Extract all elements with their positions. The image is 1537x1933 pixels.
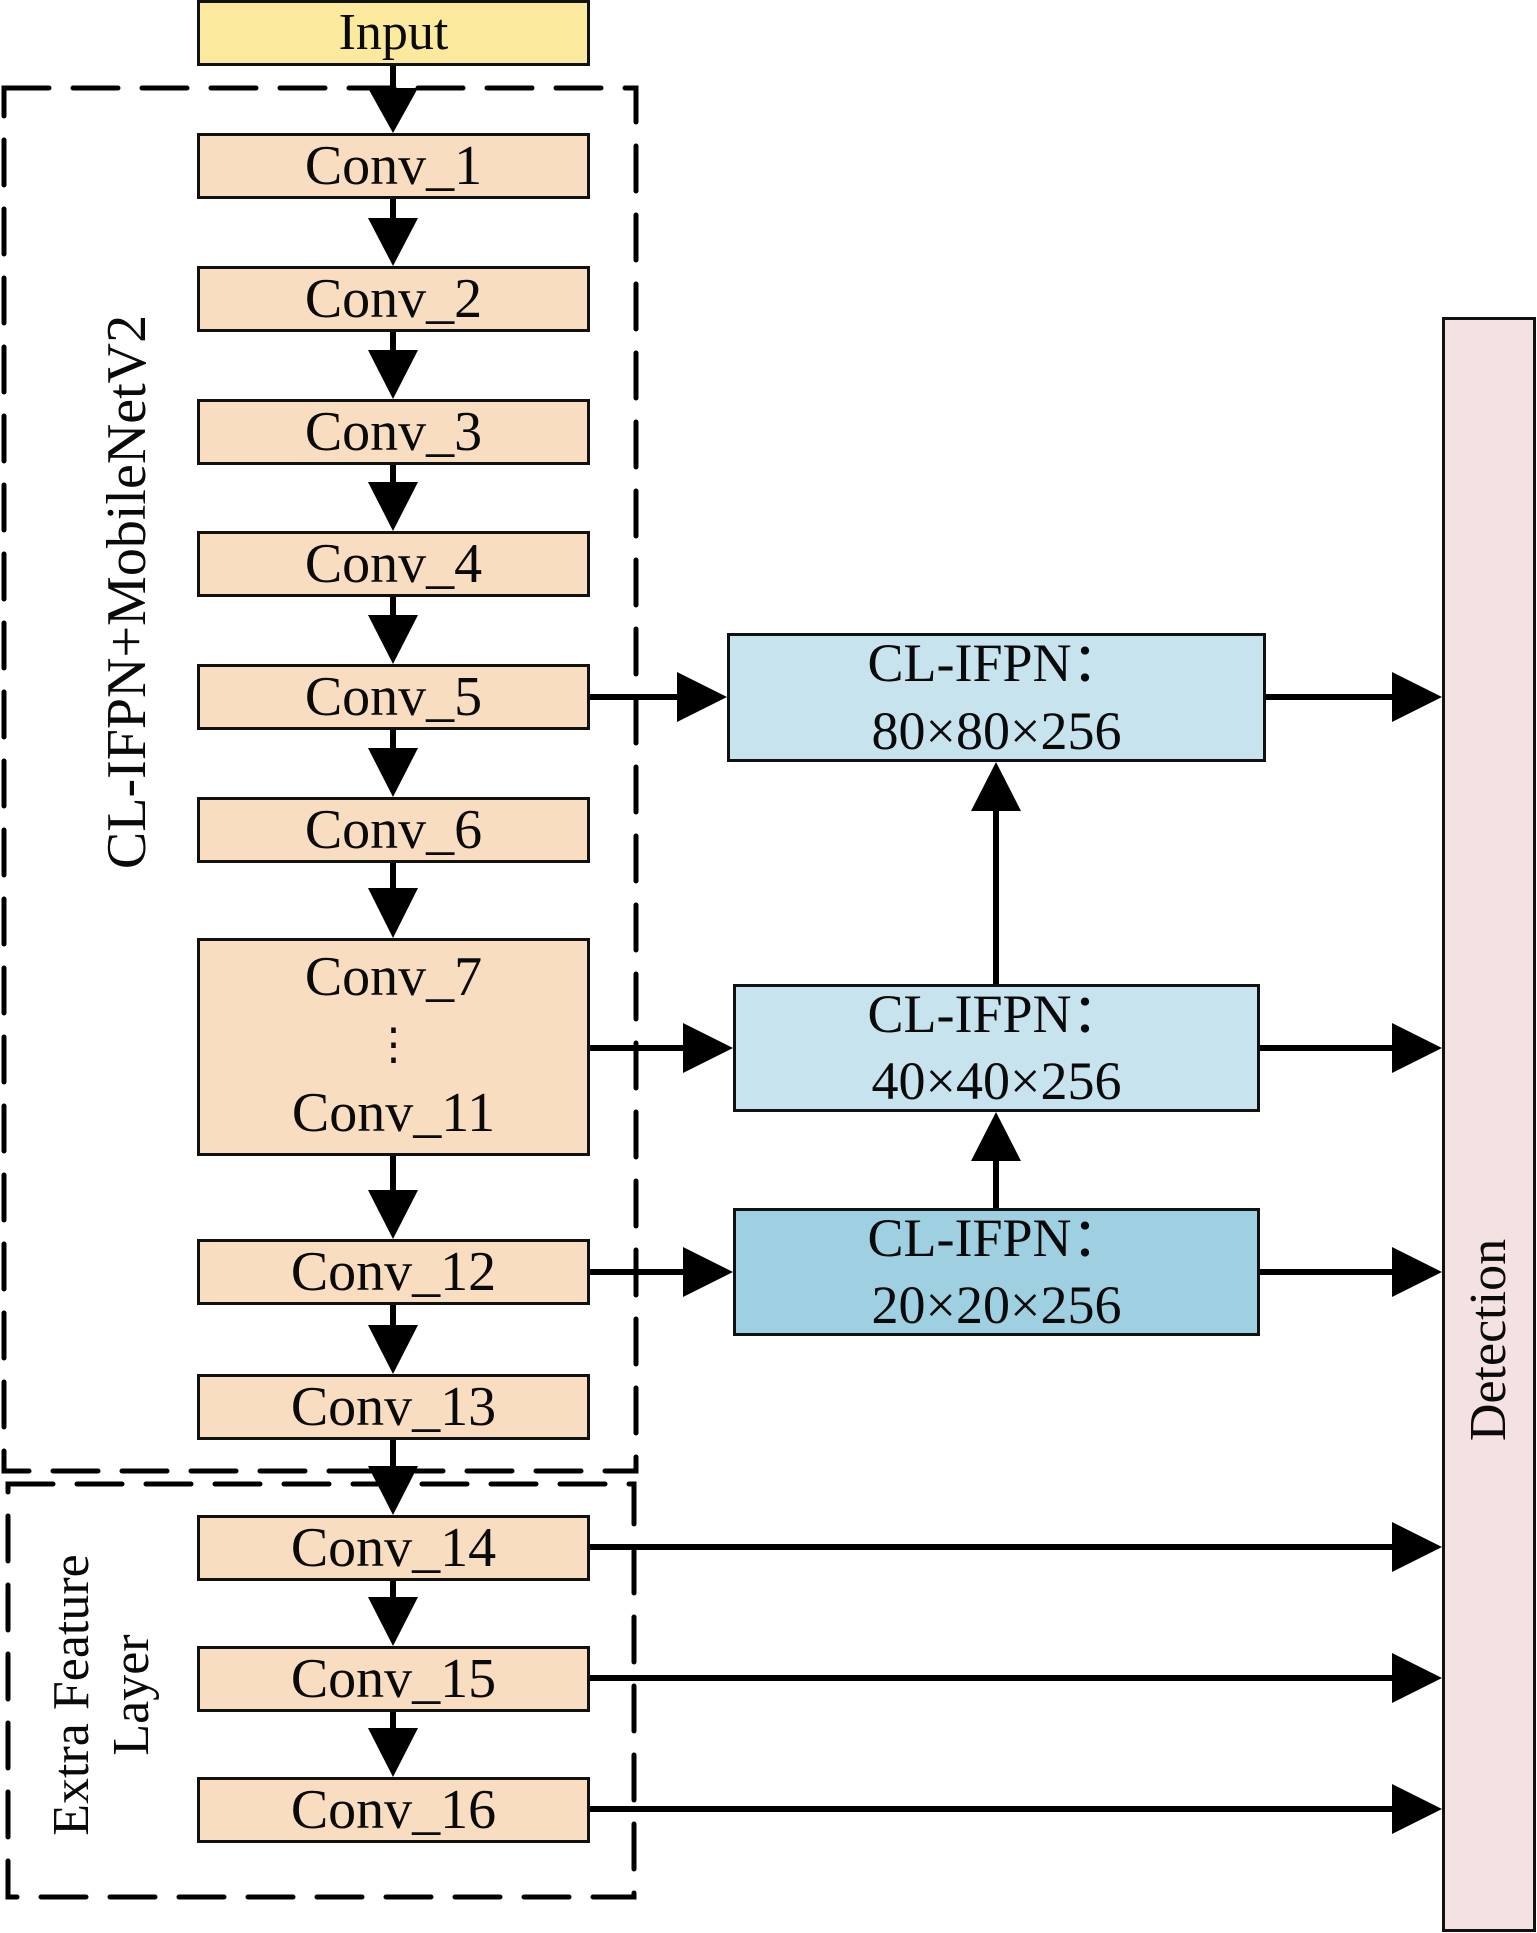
arrow-ifpn40-detection	[1260, 1023, 1442, 1073]
input-node: Input	[197, 0, 590, 66]
conv-7-11-node: Conv_7 ⋮ Conv_11	[197, 938, 590, 1156]
conv-16-node: Conv_16	[197, 1777, 590, 1843]
arrow-down-conv12-conv13	[368, 1305, 418, 1374]
ifpn-title: CL-IFPN：	[867, 1207, 1126, 1268]
conv-label: Conv_2	[304, 268, 483, 330]
ifpn-dims: 40×40×256	[871, 1051, 1122, 1111]
ifpn-title: CL-IFPN：	[867, 983, 1126, 1044]
ifpn-dims: 20×20×256	[871, 1275, 1122, 1335]
conv-label: Conv_15	[290, 1648, 497, 1710]
arrow-down-conv4-conv5	[368, 597, 418, 664]
ifpn-dims: 80×80×256	[871, 700, 1122, 761]
arrow-down-conv2-conv3	[368, 332, 418, 399]
arrow-up-ifpn20-ifpn40	[971, 1112, 1021, 1208]
arrow-conv15-detection	[590, 1653, 1442, 1703]
vertical-ellipsis-icon: ⋮	[371, 1020, 416, 1069]
conv-4-node: Conv_4	[197, 531, 590, 597]
conv-label: Conv_6	[304, 799, 483, 861]
arrow-conv5-ifpn80	[590, 672, 727, 722]
extra-feature-group-border	[5, 1481, 637, 1900]
ifpn-20-node: CL-IFPN： 20×20×256	[733, 1208, 1260, 1336]
conv-label: Conv_4	[304, 533, 483, 595]
backbone-group-border	[1, 85, 639, 1474]
conv-6-node: Conv_6	[197, 797, 590, 863]
arrow-down-conv6-conv7	[368, 863, 418, 938]
conv-label-bottom: Conv_11	[291, 1082, 496, 1144]
arrow-down-conv15-conv16	[368, 1712, 418, 1777]
conv-13-node: Conv_13	[197, 1374, 590, 1440]
arrow-conv7-ifpn40	[590, 1023, 733, 1073]
arrow-conv14-detection	[590, 1522, 1442, 1572]
arrow-down-conv1-conv2	[368, 199, 418, 266]
input-label: Input	[338, 4, 449, 61]
conv-label: Conv_14	[290, 1517, 497, 1579]
conv-15-node: Conv_15	[197, 1646, 590, 1712]
conv-14-node: Conv_14	[197, 1515, 590, 1581]
conv-12-node: Conv_12	[197, 1239, 590, 1305]
arrow-up-ifpn40-ifpn80	[971, 762, 1021, 984]
conv-label: Conv_12	[290, 1241, 497, 1303]
detection-node: Detection	[1442, 317, 1536, 1932]
arrow-ifpn20-detection	[1260, 1247, 1442, 1297]
arrow-conv12-ifpn20	[590, 1247, 733, 1297]
arrow-ifpn80-detection	[1266, 672, 1442, 722]
arrow-down-conv13-conv14	[368, 1440, 418, 1515]
conv-label: Conv_5	[304, 666, 483, 728]
conv-3-node: Conv_3	[197, 399, 590, 465]
ifpn-40-node: CL-IFPN： 40×40×256	[733, 984, 1260, 1112]
arrow-down-conv5-conv6	[368, 730, 418, 797]
ifpn-title: CL-IFPN：	[867, 633, 1126, 693]
conv-1-node: Conv_1	[197, 133, 590, 199]
arrow-conv16-detection	[590, 1784, 1442, 1834]
arrow-down-conv3-conv4	[368, 465, 418, 531]
arrow-down-input-conv1	[368, 66, 418, 133]
ifpn-80-node: CL-IFPN： 80×80×256	[727, 633, 1266, 762]
conv-label: Conv_16	[290, 1779, 497, 1841]
conv-label-top: Conv_7	[304, 946, 483, 1008]
arrow-down-conv11-conv12	[368, 1156, 418, 1239]
conv-2-node: Conv_2	[197, 266, 590, 332]
conv-label: Conv_3	[304, 401, 483, 463]
conv-label: Conv_13	[290, 1376, 497, 1438]
arrow-down-conv14-conv15	[368, 1581, 418, 1646]
conv-label: Conv_1	[304, 135, 483, 197]
conv-5-node: Conv_5	[197, 664, 590, 730]
